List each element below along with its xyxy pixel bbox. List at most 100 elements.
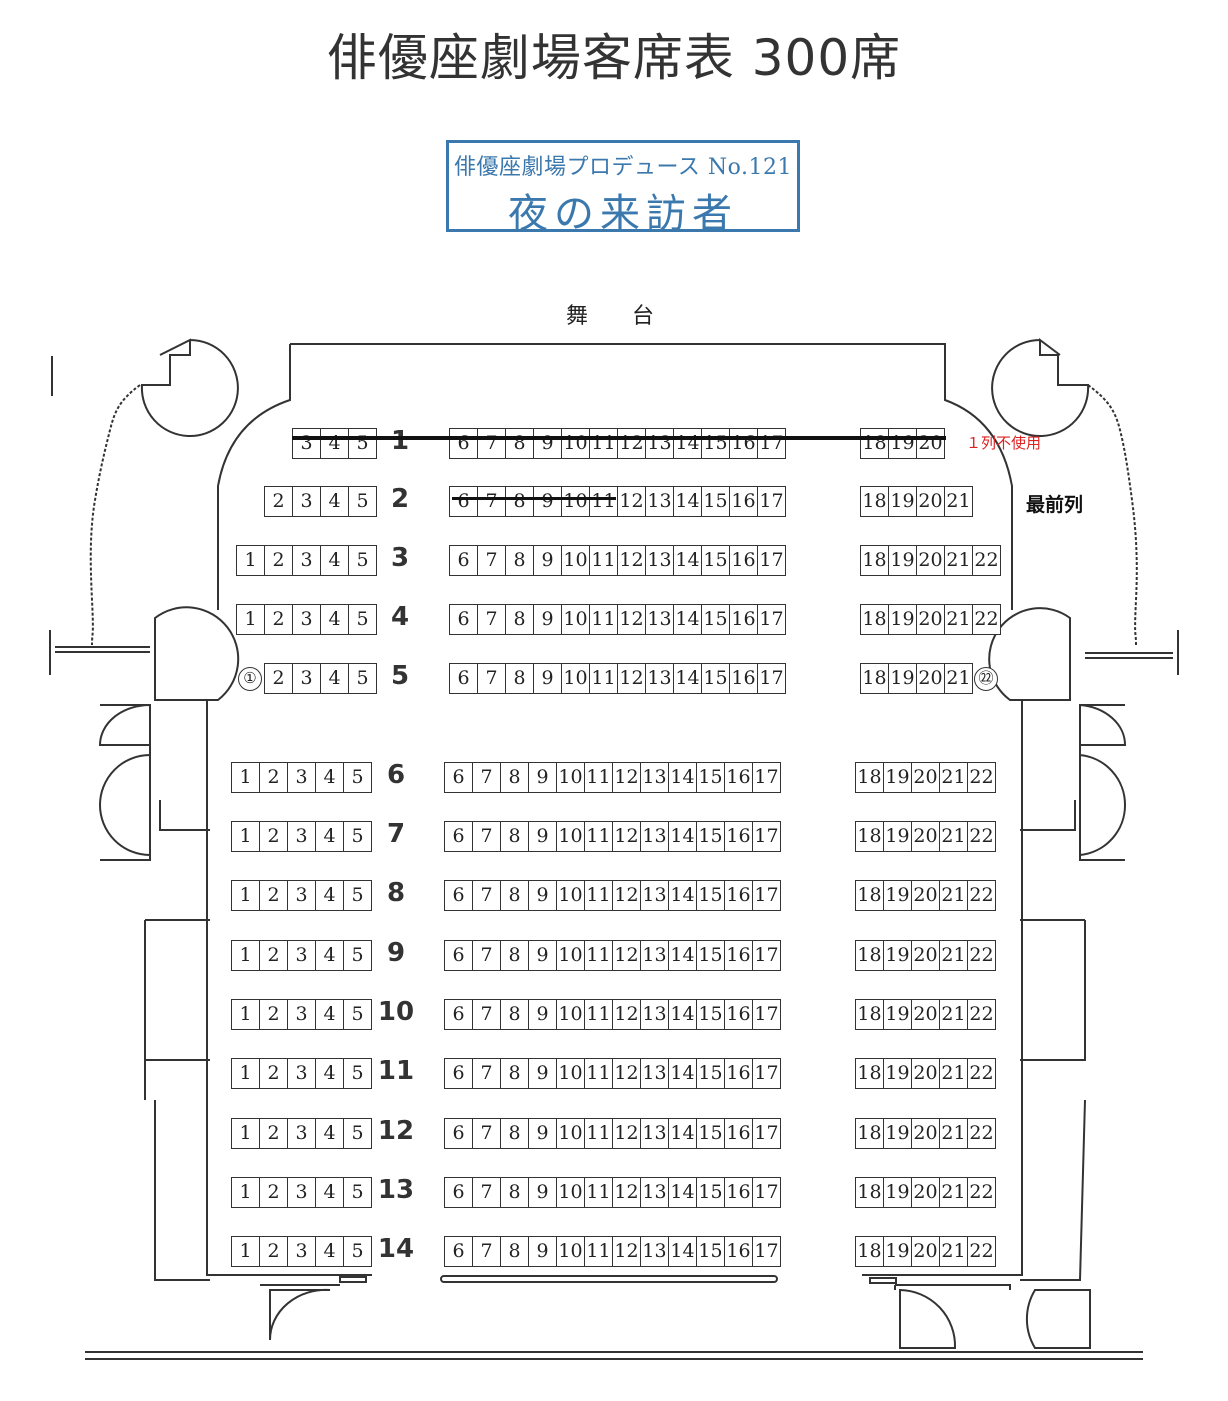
seat-12-center-10[interactable]: 10 [556,1118,585,1149]
seat-4-center-15[interactable]: 15 [701,604,730,635]
seat-13-center-17[interactable]: 17 [752,1177,781,1208]
seat-11-center-10[interactable]: 10 [556,1058,585,1089]
seat-7-center-14[interactable]: 14 [668,821,697,852]
seat-2-right-18[interactable]: 18 [860,486,889,517]
seat-5-left-2[interactable]: 2 [264,663,293,694]
seat-8-center-10[interactable]: 10 [556,880,585,911]
seat-9-center-9[interactable]: 9 [528,940,557,971]
seat-4-center-6[interactable]: 6 [449,604,478,635]
seat-3-left-4[interactable]: 4 [320,545,349,576]
seat-6-right-19[interactable]: 19 [883,762,912,793]
seat-1-right-20[interactable]: 20 [916,428,945,459]
seat-6-center-7[interactable]: 7 [472,762,501,793]
seat-4-center-14[interactable]: 14 [673,604,702,635]
seat-2-center-9[interactable]: 9 [533,486,562,517]
seat-8-left-1[interactable]: 1 [231,880,260,911]
seat-10-center-7[interactable]: 7 [472,999,501,1030]
seat-9-right-21[interactable]: 21 [939,940,968,971]
seat-5-left-4[interactable]: 4 [320,663,349,694]
seat-9-left-3[interactable]: 3 [287,940,316,971]
seat-13-center-12[interactable]: 12 [612,1177,641,1208]
seat-6-right-18[interactable]: 18 [855,762,884,793]
seat-14-left-3[interactable]: 3 [287,1236,316,1267]
seat-6-center-9[interactable]: 9 [528,762,557,793]
seat-4-center-8[interactable]: 8 [505,604,534,635]
seat-8-center-16[interactable]: 16 [724,880,753,911]
seat-12-center-8[interactable]: 8 [500,1118,529,1149]
seat-12-left-3[interactable]: 3 [287,1118,316,1149]
seat-1-center-15[interactable]: 15 [701,428,730,459]
seat-5-left-①[interactable]: ① [238,667,262,691]
seat-9-center-13[interactable]: 13 [640,940,669,971]
seat-14-center-15[interactable]: 15 [696,1236,725,1267]
seat-12-right-19[interactable]: 19 [883,1118,912,1149]
seat-3-right-19[interactable]: 19 [888,545,917,576]
seat-14-center-14[interactable]: 14 [668,1236,697,1267]
seat-4-center-10[interactable]: 10 [561,604,590,635]
seat-10-center-15[interactable]: 15 [696,999,725,1030]
seat-10-right-18[interactable]: 18 [855,999,884,1030]
seat-11-right-21[interactable]: 21 [939,1058,968,1089]
seat-7-right-19[interactable]: 19 [883,821,912,852]
seat-11-right-18[interactable]: 18 [855,1058,884,1089]
seat-5-center-10[interactable]: 10 [561,663,590,694]
seat-8-center-15[interactable]: 15 [696,880,725,911]
seat-8-center-11[interactable]: 11 [584,880,613,911]
seat-5-center-6[interactable]: 6 [449,663,478,694]
seat-6-center-14[interactable]: 14 [668,762,697,793]
seat-1-center-6[interactable]: 6 [449,428,478,459]
seat-12-left-4[interactable]: 4 [315,1118,344,1149]
seat-9-center-8[interactable]: 8 [500,940,529,971]
seat-2-center-7[interactable]: 7 [477,486,506,517]
seat-2-left-5[interactable]: 5 [348,486,377,517]
seat-9-right-22[interactable]: 22 [967,940,996,971]
seat-5-left-5[interactable]: 5 [348,663,377,694]
seat-11-center-15[interactable]: 15 [696,1058,725,1089]
seat-1-center-14[interactable]: 14 [673,428,702,459]
seat-11-center-8[interactable]: 8 [500,1058,529,1089]
seat-2-center-8[interactable]: 8 [505,486,534,517]
seat-10-right-21[interactable]: 21 [939,999,968,1030]
seat-6-center-8[interactable]: 8 [500,762,529,793]
seat-13-center-15[interactable]: 15 [696,1177,725,1208]
seat-6-center-16[interactable]: 16 [724,762,753,793]
seat-14-center-6[interactable]: 6 [444,1236,473,1267]
seat-7-left-1[interactable]: 1 [231,821,260,852]
seat-3-center-13[interactable]: 13 [645,545,674,576]
seat-4-right-20[interactable]: 20 [916,604,945,635]
seat-7-right-18[interactable]: 18 [855,821,884,852]
seat-13-right-19[interactable]: 19 [883,1177,912,1208]
seat-5-right-20[interactable]: 20 [916,663,945,694]
seat-3-center-6[interactable]: 6 [449,545,478,576]
seat-12-center-13[interactable]: 13 [640,1118,669,1149]
seat-10-center-14[interactable]: 14 [668,999,697,1030]
seat-14-center-10[interactable]: 10 [556,1236,585,1267]
seat-9-right-20[interactable]: 20 [911,940,940,971]
seat-9-center-17[interactable]: 17 [752,940,781,971]
seat-6-center-6[interactable]: 6 [444,762,473,793]
seat-4-center-7[interactable]: 7 [477,604,506,635]
seat-13-left-2[interactable]: 2 [259,1177,288,1208]
seat-13-right-18[interactable]: 18 [855,1177,884,1208]
seat-11-left-4[interactable]: 4 [315,1058,344,1089]
seat-11-center-16[interactable]: 16 [724,1058,753,1089]
seat-12-right-21[interactable]: 21 [939,1118,968,1149]
seat-8-center-14[interactable]: 14 [668,880,697,911]
seat-9-center-7[interactable]: 7 [472,940,501,971]
seat-11-right-19[interactable]: 19 [883,1058,912,1089]
seat-12-center-14[interactable]: 14 [668,1118,697,1149]
seat-7-left-2[interactable]: 2 [259,821,288,852]
seat-13-left-3[interactable]: 3 [287,1177,316,1208]
seat-5-center-14[interactable]: 14 [673,663,702,694]
seat-8-right-20[interactable]: 20 [911,880,940,911]
seat-4-left-1[interactable]: 1 [236,604,265,635]
seat-14-center-11[interactable]: 11 [584,1236,613,1267]
seat-13-right-21[interactable]: 21 [939,1177,968,1208]
seat-14-left-2[interactable]: 2 [259,1236,288,1267]
seat-5-right-19[interactable]: 19 [888,663,917,694]
seat-14-center-16[interactable]: 16 [724,1236,753,1267]
seat-6-center-15[interactable]: 15 [696,762,725,793]
seat-7-center-15[interactable]: 15 [696,821,725,852]
seat-8-center-13[interactable]: 13 [640,880,669,911]
seat-10-left-2[interactable]: 2 [259,999,288,1030]
